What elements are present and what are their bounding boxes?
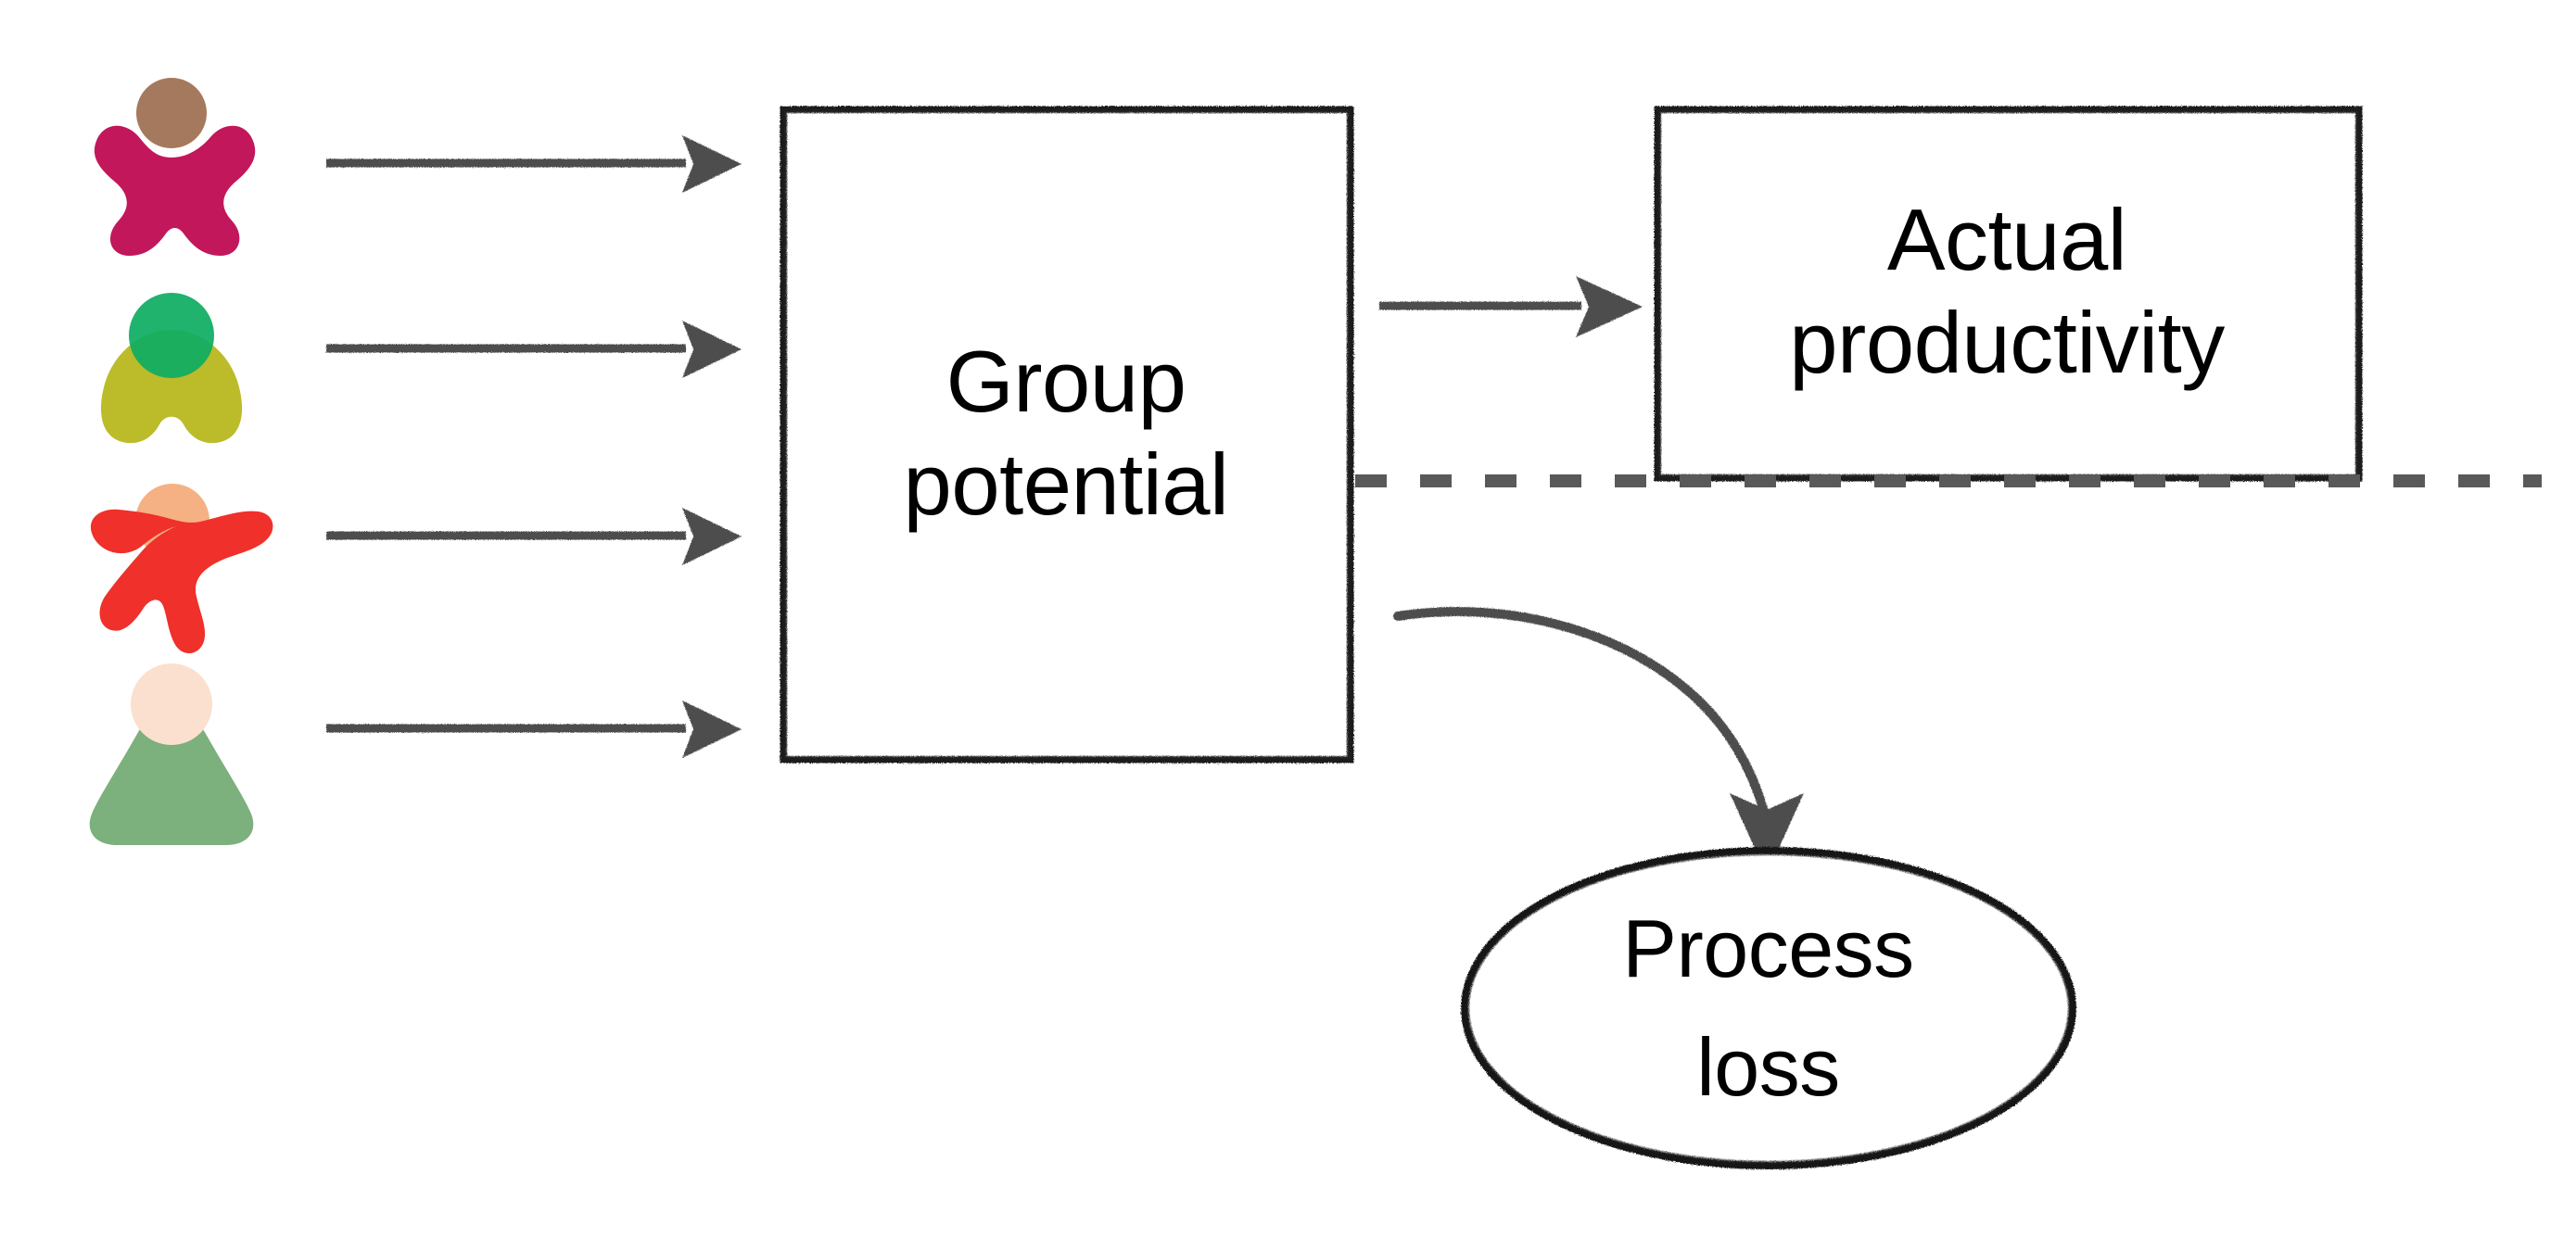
actual-productivity-box[interactable] — [1654, 106, 2363, 482]
person-arrows-group — [326, 135, 742, 758]
person-2-hit-area[interactable] — [88, 287, 269, 454]
person-4-body — [89, 706, 254, 845]
arrow-person-1-to-group — [326, 135, 742, 193]
arrow-group-to-actual — [1379, 276, 1643, 337]
person-2-head — [129, 293, 214, 378]
person-1-body — [94, 125, 256, 256]
person-4-hit-area[interactable] — [83, 658, 264, 852]
arrow-person-2-to-group — [326, 321, 742, 378]
arrow-group-to-process-loss — [1393, 607, 1804, 875]
person-3-figure — [90, 484, 273, 654]
person-3-body — [90, 509, 273, 654]
group-potential-box[interactable] — [780, 106, 1354, 764]
person-2-figure — [100, 293, 243, 444]
person-3-hit-area[interactable] — [83, 477, 283, 663]
person-1-hit-area[interactable] — [88, 74, 269, 264]
person-4-figure — [89, 663, 254, 845]
arrow-person-4-to-group — [326, 701, 742, 758]
person-1-figure — [94, 78, 256, 256]
arrow-person-3-to-group — [326, 508, 742, 565]
person-1-head — [136, 78, 207, 148]
person-4-head — [131, 663, 212, 745]
process-loss-ellipse[interactable] — [1461, 847, 2076, 1169]
